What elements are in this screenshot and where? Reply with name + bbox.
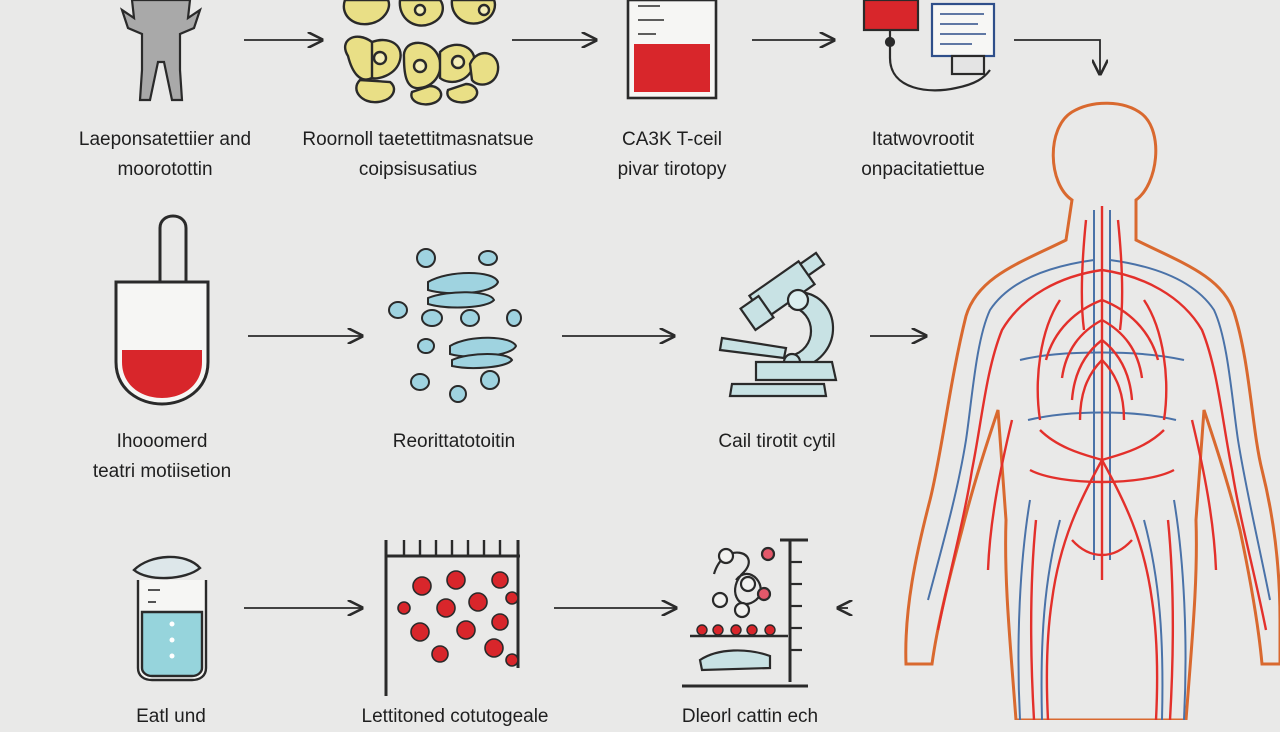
step-label-line: moorotottin bbox=[117, 159, 213, 180]
human-circulatory-body-icon bbox=[904, 101, 1280, 720]
step-label-row3-lab: Dleorl cattin ech bbox=[650, 702, 850, 732]
blood-bag-icon bbox=[626, 0, 718, 100]
step-label-row2-bag: Ihooomerd teatri motiisetion bbox=[56, 427, 268, 487]
step-label-row1-infusion: Itatwovrootit onpacitatiettue bbox=[832, 125, 1014, 185]
step-label-row2-cells: Reorittatotoitin bbox=[346, 427, 562, 457]
step-label-line: coipsisusatius bbox=[358, 159, 478, 180]
step-label-row1-cells: Roornoll taetettitmasnatsue coipsisusati… bbox=[286, 125, 550, 185]
step-label-line: onpacitatiettue bbox=[861, 159, 985, 180]
step-label-line: Roornoll taetettitmasnatsue bbox=[302, 129, 534, 150]
step-label-line: Reorittatotoitin bbox=[392, 431, 516, 452]
step-label-row1-bag: CA3K T-ceil pivar tirotopy bbox=[572, 125, 772, 185]
beaker-icon bbox=[132, 555, 208, 682]
step-label-line: Dleorl cattin ech bbox=[681, 706, 819, 727]
step-label-row3-flask: Eatl und bbox=[96, 702, 246, 732]
step-label-line: Itatwovrootit bbox=[871, 129, 975, 150]
step-label-row3-grid: Lettitoned cotutogeale bbox=[330, 702, 580, 732]
step-label-line: Laeponsatettiier and bbox=[78, 129, 252, 150]
microscope-icon bbox=[718, 251, 838, 398]
iv-infusion-icon bbox=[862, 0, 996, 92]
person-silhouette-icon bbox=[119, 0, 203, 102]
step-label-row1-person: Laeponsatettiier and moorotottin bbox=[40, 125, 290, 185]
step-label-row2-microscope: Cail tirotit cytil bbox=[682, 427, 872, 457]
step-label-line: Ihooomerd bbox=[116, 431, 208, 452]
blue-cells-icon bbox=[388, 248, 522, 403]
cell-grid-icon bbox=[384, 540, 520, 696]
step-label-line: teatri motiisetion bbox=[92, 461, 232, 482]
step-label-line: CA3K T-ceil bbox=[622, 129, 722, 150]
arrow-row1-4 bbox=[1014, 39, 1100, 74]
step-label-line: Lettitoned cotutogeale bbox=[361, 706, 549, 727]
step-label-line: Cail tirotit cytil bbox=[718, 431, 836, 452]
lab-apparatus-icon bbox=[682, 538, 808, 688]
yellow-cells-icon bbox=[342, 0, 500, 106]
hanging-blood-bag-icon bbox=[114, 214, 210, 406]
step-label-line: pivar tirotopy bbox=[617, 159, 727, 180]
step-label-line: Eatl und bbox=[136, 706, 206, 727]
